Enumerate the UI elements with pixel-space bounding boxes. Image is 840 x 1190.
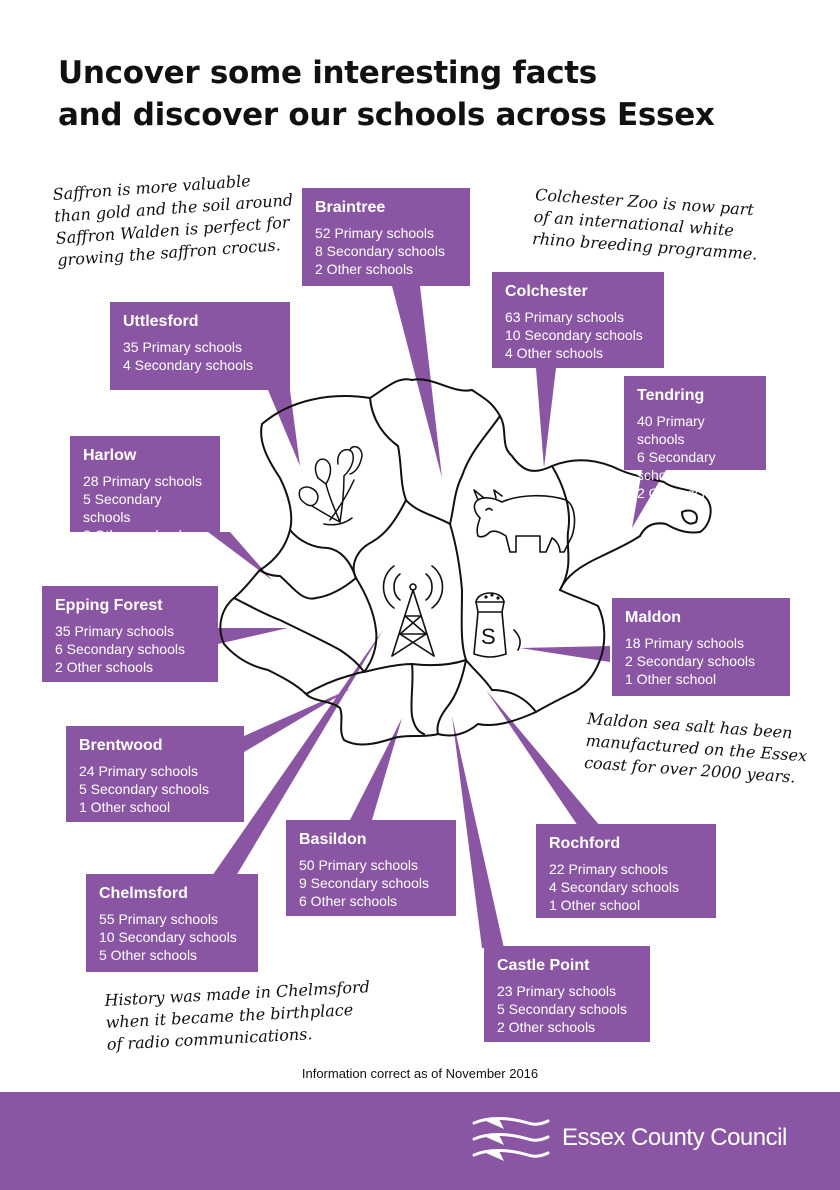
district-box-colchester: Colchester 63 Primary schools 10 Seconda…	[492, 272, 664, 368]
district-primary: 22 Primary schools	[549, 861, 669, 877]
district-other: 1 Other school	[625, 671, 717, 687]
district-other: 2 Other schools	[497, 1019, 596, 1035]
district-secondary: 4 Secondary schools	[123, 357, 253, 373]
district-name: Colchester	[505, 283, 588, 300]
info-date-note: Information correct as of November 2016	[301, 1066, 539, 1081]
district-name: Brentwood	[79, 737, 163, 754]
district-other: 6 Other schools	[299, 893, 398, 909]
district-secondary: 8 Secondary schools	[315, 243, 445, 259]
district-name: Braintree	[315, 199, 386, 216]
note-radio: History was made in Chelmsford when it b…	[104, 976, 373, 1056]
brand-name: Essex County Council	[562, 1124, 787, 1151]
harlow-pointer	[208, 532, 272, 580]
note-saffron: Saffron is more valuable than gold and t…	[52, 167, 297, 271]
district-name: Chelmsford	[99, 885, 188, 902]
uttlesford-pointer	[268, 390, 300, 466]
pointer-tails	[208, 286, 666, 948]
district-other: 2 Other schools	[55, 659, 154, 675]
district-name: Rochford	[549, 835, 621, 852]
castlepoint-pointer	[452, 716, 504, 948]
brentwood-pointer	[244, 688, 352, 752]
district-name: Basildon	[299, 831, 367, 848]
district-primary: 28 Primary schools	[83, 473, 203, 489]
district-primary: 50 Primary schools	[299, 857, 419, 873]
district-other: 2 Other schools	[315, 261, 414, 277]
district-box-brentwood: Brentwood 24 Primary schools 5 Secondary…	[66, 726, 244, 822]
district-primary: 55 Primary schools	[99, 911, 219, 927]
district-name: Maldon	[625, 609, 681, 626]
district-secondary: 5 Secondary schools	[83, 491, 162, 525]
basildon-pointer	[350, 718, 402, 820]
district-name: Harlow	[83, 447, 137, 464]
district-other: 1 Other school	[79, 799, 171, 815]
district-box-castle-point: Castle Point 23 Primary schools 5 Second…	[484, 946, 650, 1042]
radio-mast-illustration	[382, 565, 444, 657]
footer-bar	[0, 1092, 840, 1190]
title-line-2: and discover our schools across Essex	[58, 97, 715, 133]
district-secondary: 10 Secondary schools	[505, 327, 643, 343]
district-name: Uttlesford	[123, 313, 199, 330]
district-box-tendring: Tendring 40 Primary schools 6 Secondary …	[624, 376, 766, 501]
district-secondary: 4 Secondary schools	[549, 879, 679, 895]
salt-shaker-illustration: S	[473, 592, 521, 658]
epping-pointer	[218, 628, 288, 644]
district-primary: 24 Primary schools	[79, 763, 199, 779]
district-secondary: 10 Secondary schools	[99, 929, 237, 945]
district-primary: 23 Primary schools	[497, 983, 617, 999]
district-secondary: 5 Secondary schools	[497, 1001, 627, 1017]
district-box-chelmsford: Chelmsford 55 Primary schools 10 Seconda…	[86, 874, 258, 972]
district-box-uttlesford: Uttlesford 35 Primary schools 4 Secondar…	[110, 302, 290, 390]
county-outline	[219, 378, 712, 746]
district-box-maldon: Maldon 18 Primary schools 2 Secondary sc…	[612, 598, 790, 696]
page-title: Uncover some interesting facts and disco…	[58, 52, 715, 136]
district-other: 4 Other schools	[505, 345, 604, 361]
colchester-pointer	[536, 368, 556, 468]
district-primary: 35 Primary schools	[123, 339, 243, 355]
district-secondary: 6 Secondary schools	[637, 449, 716, 483]
district-primary: 35 Primary schools	[55, 623, 175, 639]
salt-label: S	[481, 624, 496, 649]
district-primary: 63 Primary schools	[505, 309, 625, 325]
district-other: 2 Other schools	[83, 527, 189, 543]
braintree-pointer	[392, 286, 442, 478]
district-other: 1 Other school	[549, 897, 641, 913]
district-name: Epping Forest	[55, 597, 163, 614]
district-box-braintree: Braintree 52 Primary schools 8 Secondary…	[302, 188, 470, 286]
district-primary: 40 Primary schools	[637, 413, 705, 447]
crocus-illustration	[298, 445, 363, 526]
district-box-epping-forest: Epping Forest 35 Primary schools 6 Secon…	[42, 586, 218, 682]
maldon-pointer	[520, 646, 610, 662]
tendring-pointer	[632, 470, 666, 528]
rhino-illustration	[473, 489, 576, 553]
district-box-rochford: Rochford 22 Primary schools 4 Secondary …	[536, 824, 716, 918]
district-secondary: 6 Secondary schools	[55, 641, 185, 657]
district-other: 5 Other schools	[99, 947, 198, 963]
district-primary: 52 Primary schools	[315, 225, 435, 241]
district-name: Castle Point	[497, 957, 590, 974]
chelmsford-pointer	[212, 630, 383, 876]
district-other: 2 Other schools	[637, 485, 736, 501]
district-box-basildon: Basildon 50 Primary schools 9 Secondary …	[286, 820, 456, 916]
district-secondary: 9 Secondary schools	[299, 875, 429, 891]
district-primary: 18 Primary schools	[625, 635, 745, 651]
district-box-harlow: Harlow 28 Primary schools 5 Secondary sc…	[70, 436, 220, 543]
rochford-pointer	[486, 690, 600, 826]
district-name: Tendring	[637, 387, 705, 404]
district-secondary: 5 Secondary schools	[79, 781, 209, 797]
three-seaxes-logo-icon	[472, 1117, 550, 1161]
title-line-1: Uncover some interesting facts	[58, 55, 597, 91]
district-secondary: 2 Secondary schools	[625, 653, 755, 669]
